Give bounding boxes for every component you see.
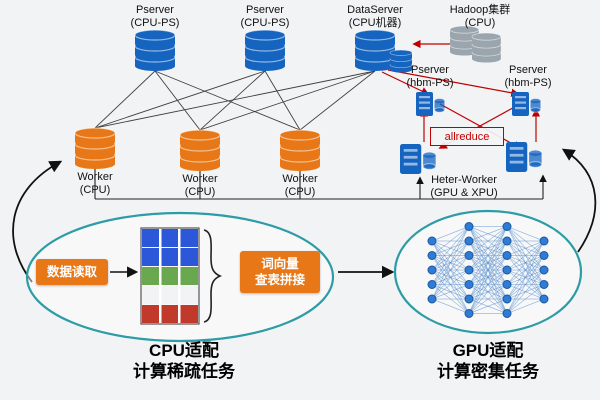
pserver1-db-icon bbox=[134, 29, 176, 72]
allreduce-box: allreduce bbox=[430, 127, 504, 146]
label-pserver-2: Pserver (CPU-PS) bbox=[240, 4, 290, 29]
embedding-table-icon bbox=[140, 227, 200, 325]
ps-worker-mesh-lines bbox=[94, 70, 376, 131]
label-hbm-pserver-1: Pserver (hbm-PS) bbox=[406, 64, 454, 89]
label-worker-1: Worker (CPU) bbox=[77, 171, 113, 196]
gpu-task-ellipse bbox=[393, 209, 583, 335]
heter-worker-icon-2 bbox=[505, 141, 543, 173]
hbm-pserver1-icon bbox=[415, 91, 445, 117]
worker3-db-icon bbox=[279, 129, 321, 172]
pserver2-db-icon bbox=[244, 29, 286, 72]
caption-cpu-task: CPU适配 计算稀疏任务 bbox=[133, 341, 235, 382]
worker2-db-icon bbox=[179, 129, 221, 172]
neural-network-icon bbox=[427, 222, 549, 318]
worker1-db-icon bbox=[74, 127, 116, 170]
label-worker-2: Worker (CPU) bbox=[182, 173, 218, 198]
heter-worker-icon-1 bbox=[399, 143, 437, 175]
hadoop-db-icon-2 bbox=[471, 32, 502, 63]
data-read-box: 数据读取 bbox=[36, 259, 108, 285]
label-hbm-pserver-2: Pserver (hbm-PS) bbox=[504, 64, 552, 89]
label-worker-3: Worker (CPU) bbox=[282, 173, 318, 198]
cpu-to-worker-arrow bbox=[12, 160, 63, 283]
embedding-lookup-box: 词向量 查表拼接 bbox=[240, 251, 320, 293]
gpu-to-hbm-arrow bbox=[561, 148, 597, 253]
dataserver-db-icon bbox=[354, 29, 396, 72]
brace-icon bbox=[203, 229, 223, 323]
worker-bus-lines bbox=[94, 169, 547, 200]
label-heter-worker: Heter-Worker (GPU & XPU) bbox=[430, 174, 498, 199]
label-hadoop-cluster: Hadoop集群 (CPU) bbox=[449, 4, 511, 29]
label-pserver-1: Pserver (CPU-PS) bbox=[130, 4, 180, 29]
dataserver-red-links bbox=[381, 39, 520, 97]
label-dataserver: DataServer (CPU机器) bbox=[347, 4, 403, 29]
hbm-pserver2-icon bbox=[511, 91, 541, 117]
caption-gpu-task: GPU适配 计算密集任务 bbox=[437, 341, 539, 382]
